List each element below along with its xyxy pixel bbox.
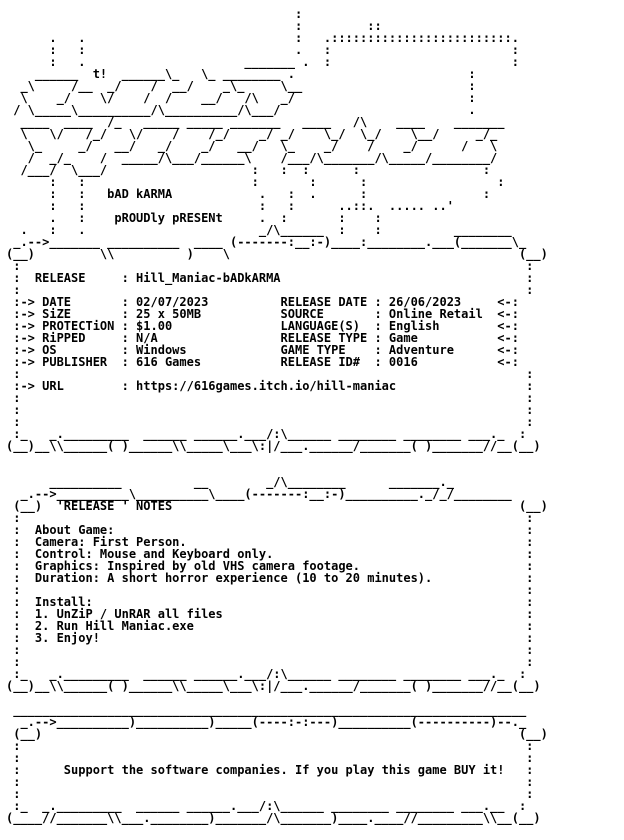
- nfo-line: : :: [6, 391, 534, 405]
- nfo-line: : . _______ . : :: [6, 55, 519, 69]
- nfo-line: (__)__\\______( )______\\_____\___\:|/__…: [6, 679, 541, 693]
- nfo-line: : About Game: :: [6, 523, 534, 537]
- nfo-line: / \_____\__________/\__________/\___/ .: [6, 103, 476, 117]
- nfo-line: : :: [6, 283, 534, 297]
- nfo-line: : :: [6, 739, 534, 753]
- nfo-line: (____//_______\\___.________)_______/\__…: [6, 811, 541, 825]
- nfo-line: . . : .:::::::::::::::::::::::::.: [6, 31, 519, 45]
- nfo-line: \_ _/ __/ _/ _/ __/ \_ _/ / _/ / \: [6, 139, 498, 153]
- nfo-line: : Install: :: [6, 595, 534, 609]
- nfo-line: _.-->_______ __________ ____ (-------:__…: [6, 235, 527, 249]
- nfo-line: (__)__\\______( )______\\_____\___\:|/__…: [6, 439, 541, 453]
- nfo-line: __________ __ _/\________ _______._: [6, 475, 454, 489]
- nfo-line: \ _/ \/ / / __/ /\ _/ :: [6, 91, 476, 105]
- nfo-line: :: [6, 7, 303, 21]
- nfo-line: /___/ \___/ : : : : :: [6, 163, 491, 177]
- nfo-line: (__) 'RELEASE ' NOTES (__): [6, 499, 548, 513]
- nfo-line: : Control: Mouse and Keyboard only. :: [6, 547, 534, 561]
- nfo-line: _.-->__________)__________)_____(----:-:…: [6, 715, 527, 729]
- nfo-line: (__) (__): [6, 727, 548, 741]
- nfo-line: : 2. Run Hill Maniac.exe :: [6, 619, 534, 633]
- nfo-line: :-> URL : https://616games.itch.io/hill-…: [6, 379, 534, 393]
- nfo-line: :-> RiPPED : N/A RELEASE TYPE : Game <-:: [6, 331, 519, 345]
- nfo-line: (__) \\ ) \ (__): [6, 247, 548, 261]
- nfo-line: : : bAD kARMA . : . : :: [6, 187, 491, 201]
- nfo-line: . : . _/\______ : : ________: [6, 223, 512, 237]
- nfo-line: : : . : :: [6, 43, 519, 57]
- nfo-line: : :: [6, 775, 534, 789]
- nfo-line: [6, 452, 548, 464]
- nfo-line: / _/_ / _____/\___/______\ /___/\_______…: [6, 151, 498, 165]
- nfo-line: : :: [6, 415, 534, 429]
- nfo-line: . : pROUDly pRESENt . : : :: [6, 211, 382, 225]
- nfo-line: : Support the software companies. If you…: [6, 763, 534, 777]
- nfo-line: :-> DATE : 02/07/2023 RELEASE DATE : 26/…: [6, 295, 519, 309]
- nfo-line: :-> PROTECTiON : $1.00 LANGUAGE(S) : Eng…: [6, 319, 519, 333]
- nfo-line: _.-->__________\__________\____(-------:…: [6, 487, 512, 501]
- nfo-line: :-> PUBLISHER : 616 Games RELEASE ID# : …: [6, 355, 519, 369]
- nfo-line: : :: [6, 583, 534, 597]
- nfo-line: : :: [6, 511, 534, 525]
- nfo-line: : Duration: A short horror experience (1…: [6, 571, 534, 585]
- nfo-line: : :: [6, 751, 534, 765]
- nfo-line: \ \/ /_/ \/ / /_/ _/ _/ \_/ \_/ \__/ _/_: [6, 127, 498, 141]
- nfo-line: : :: [6, 259, 534, 273]
- nfo-line: : RELEASE : Hill_Maniac-bADkARMA :: [6, 271, 534, 285]
- nfo-line: : Camera: First Person. :: [6, 535, 534, 549]
- nfo-line: : Graphics: Inspired by old VHS camera f…: [6, 559, 534, 573]
- nfo-line: : :: [6, 655, 534, 669]
- nfo-line: :_ _._________ ______ ______.___/:\_____…: [6, 799, 527, 813]
- nfo-line: ____ ____ /_ _____ _____ _______ ____ /\…: [6, 115, 505, 129]
- nfo-line: :_ _._________ ______ ______.___/:\_____…: [6, 427, 527, 441]
- nfo-line: : : : : : :: [6, 175, 505, 189]
- nfo-line: : ::: [6, 19, 382, 33]
- nfo-line: : :: [6, 367, 534, 381]
- nfo-line: :-> SiZE : 25 x 50MB SOURCE : Online Ret…: [6, 307, 519, 321]
- nfo-line: :-> OS : Windows GAME TYPE : Adventure <…: [6, 343, 519, 357]
- nfo-line: ________________________________________…: [6, 703, 527, 717]
- nfo-release-art: : : :: . . : .:::::::::::::::::::::::::.…: [6, 8, 548, 824]
- nfo-line: : :: [6, 787, 534, 801]
- nfo-line: :_ _._________ ______ ______.___/:\_____…: [6, 667, 527, 681]
- nfo-line: : 3. Enjoy! :: [6, 631, 534, 645]
- nfo-line: : :: [6, 643, 534, 657]
- nfo-line: : 1. UnZiP / UnRAR all files :: [6, 607, 534, 621]
- nfo-line: ______ t! ______\_ \_ ________ . :: [6, 67, 476, 81]
- nfo-line: : :: [6, 403, 534, 417]
- nfo-line: _\ /__ _/ / __/ _\_ \__ :: [6, 79, 476, 93]
- nfo-line: : : : : ..::. ..... ..': [6, 199, 454, 213]
